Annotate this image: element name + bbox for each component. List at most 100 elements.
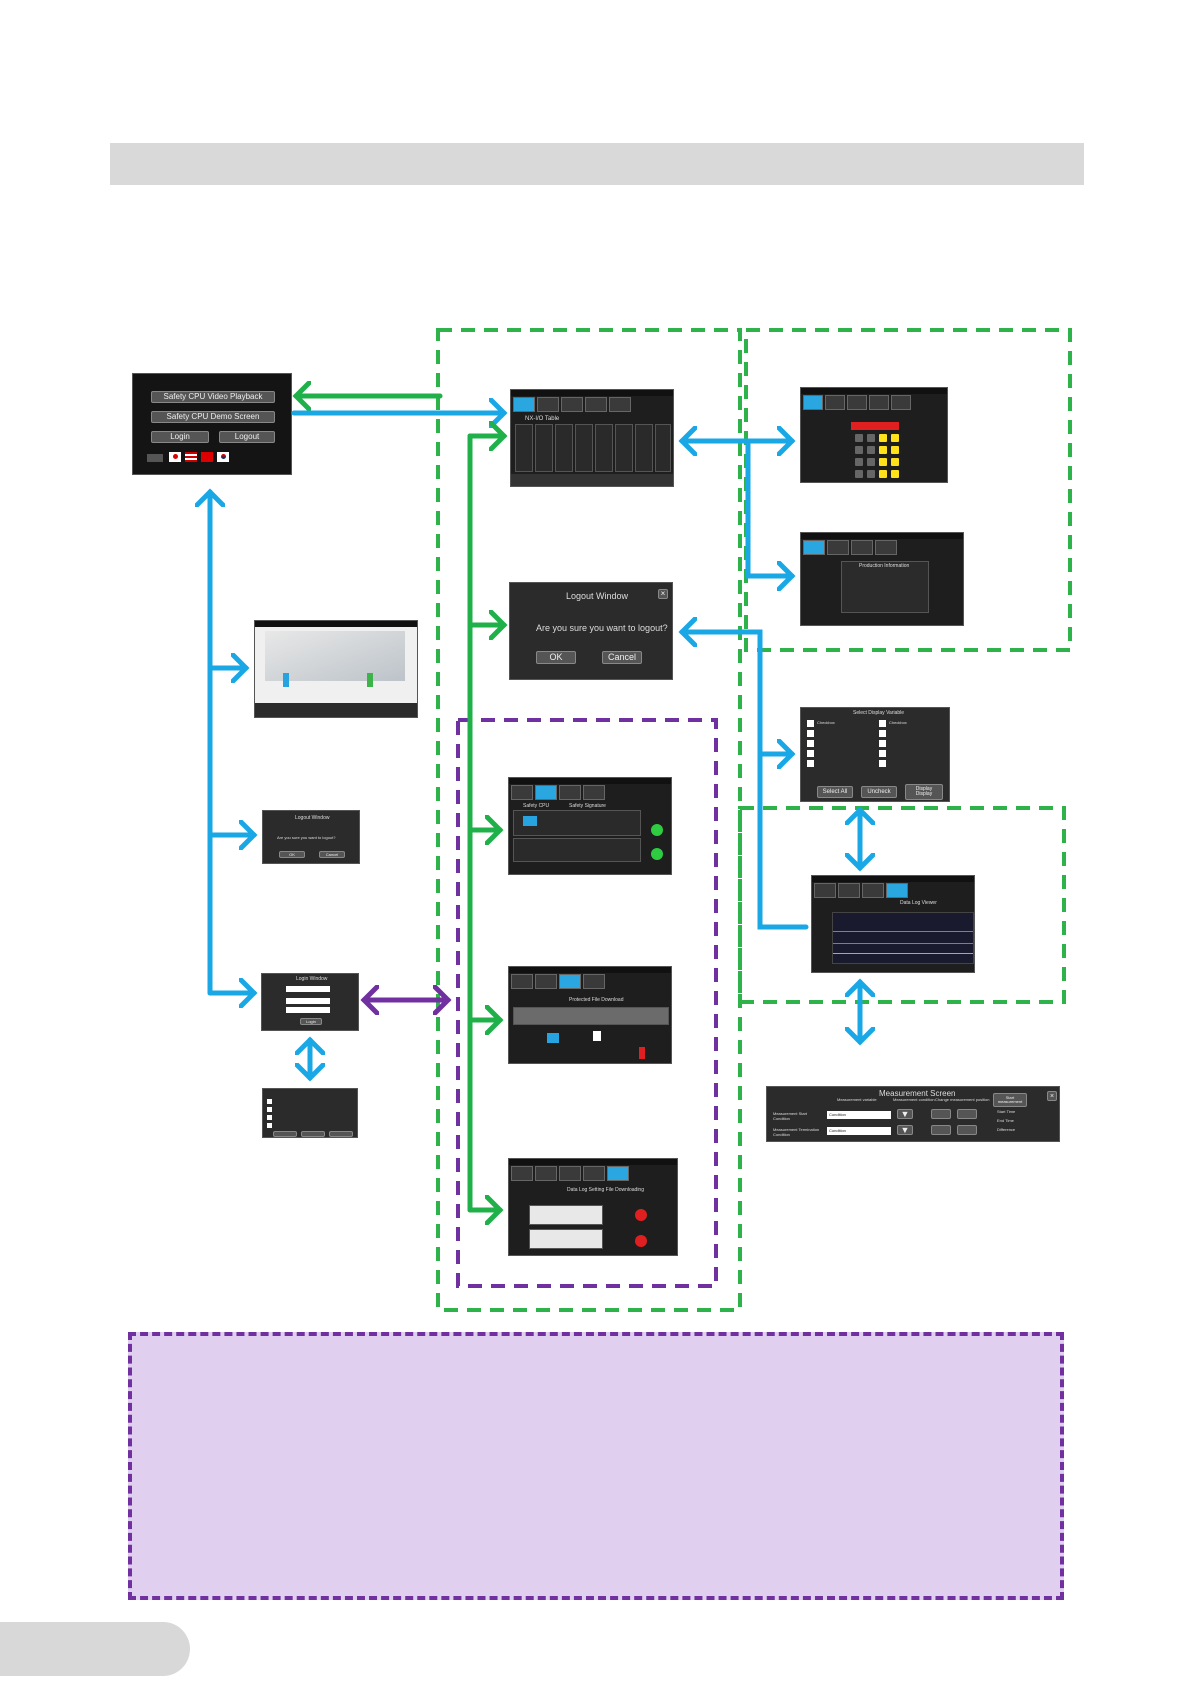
checkbox[interactable] [879,730,886,737]
tab-3[interactable] [862,883,884,898]
tab-5[interactable] [609,397,631,412]
checkbox[interactable] [267,1115,272,1120]
tab-3[interactable] [851,540,873,555]
measurement-screen: Measurement Screen Measurement variable … [766,1086,1060,1142]
start-condition-select[interactable] [827,1111,891,1119]
dialog-message: Are you sure you want to logout? [277,835,336,840]
checkbox[interactable] [879,740,886,747]
select-all-button[interactable]: Select All [817,786,853,798]
tab-2[interactable] [535,974,557,989]
status-bar [511,390,673,396]
ok-button[interactable]: OK [279,851,305,858]
cancel-button[interactable]: Cancel [319,851,345,858]
production-info-dialog [841,561,929,613]
cancel-button[interactable]: Cancel [602,651,642,664]
unit-column-7[interactable] [635,424,653,472]
uncheck-button[interactable]: Uncheck [861,786,897,798]
usa-flag-icon[interactable] [185,452,197,462]
checkbox[interactable] [807,730,814,737]
tab-1[interactable] [511,1166,533,1181]
chevron-down-icon[interactable]: ▼ [897,1109,913,1119]
unit-column-3[interactable] [555,424,573,472]
unit-column-6[interactable] [615,424,633,472]
tab-2[interactable] [827,540,849,555]
position-button[interactable] [931,1109,951,1119]
unit-column-1[interactable] [515,424,533,472]
tab-4[interactable] [875,540,897,555]
login-submit-button[interactable]: Login [300,1018,322,1025]
tab-3[interactable] [559,785,581,800]
checkbox[interactable] [267,1099,272,1104]
close-icon[interactable]: × [1047,1091,1057,1101]
tab-4[interactable] [585,397,607,412]
start-condition-label: Measurement Start Condition [773,1111,808,1121]
checkbox[interactable] [807,740,814,747]
login-button[interactable]: Login [151,431,209,443]
tab-1[interactable] [511,785,533,800]
tab-1[interactable] [814,883,836,898]
logout-button[interactable]: Logout [219,431,275,443]
window-button[interactable] [273,1131,297,1137]
tab-1[interactable] [511,974,533,989]
username-field[interactable] [286,998,330,1004]
trend-graph[interactable] [832,912,974,964]
password-field[interactable] [286,1007,330,1013]
tab-5[interactable] [607,1166,629,1181]
select-units-window [262,1088,358,1138]
checkbox[interactable] [879,750,886,757]
tab-3[interactable] [847,395,867,410]
video-playback-button[interactable]: Safety CPU Video Playback [151,391,275,403]
unit-column-2[interactable] [535,424,553,472]
unit-column-8[interactable] [655,424,671,472]
tab-2[interactable] [535,1166,557,1181]
japan-flag-icon[interactable] [169,452,181,462]
position-button[interactable] [957,1109,977,1119]
display-button[interactable]: Display Display [905,784,943,800]
position-button[interactable] [931,1125,951,1135]
tab-2[interactable] [838,883,860,898]
close-icon[interactable]: × [658,589,668,599]
checkbox[interactable] [267,1107,272,1112]
video-control-bar[interactable] [255,703,417,717]
file-list-lower[interactable] [529,1229,603,1249]
checkbox[interactable] [807,760,814,767]
ok-button[interactable]: OK [536,651,576,664]
unit-column-4[interactable] [575,424,593,472]
unit-column-5[interactable] [595,424,613,472]
korea-flag-icon[interactable] [217,452,229,462]
login-window: Login Window Login [261,973,359,1031]
window-button[interactable] [301,1131,325,1137]
tab-5[interactable] [891,395,911,410]
io-lamp [855,434,863,442]
tab-4[interactable] [583,1166,605,1181]
safety-field[interactable] [286,986,330,992]
tab-4[interactable] [583,785,605,800]
checkbox[interactable] [879,720,886,727]
checkbox[interactable] [267,1123,272,1128]
tab-4[interactable] [583,974,605,989]
checkbox[interactable] [807,750,814,757]
start-measurement-button[interactable]: Start measurement [993,1093,1027,1107]
termination-condition-select[interactable] [827,1127,891,1135]
tab-1[interactable] [803,540,825,555]
tab-2[interactable] [535,785,557,800]
tab-1[interactable] [513,397,535,412]
tab-2[interactable] [825,395,845,410]
chevron-down-icon[interactable]: ▼ [897,1125,913,1135]
tab-3[interactable] [561,397,583,412]
window-button[interactable] [329,1131,353,1137]
tab-3[interactable] [559,974,581,989]
file-list-upper[interactable] [529,1205,603,1225]
position-button[interactable] [957,1125,977,1135]
demo-screen-button[interactable]: Safety CPU Demo Screen [151,411,275,423]
tab-2[interactable] [537,397,559,412]
error-lamp-red [635,1209,647,1221]
tab-4[interactable] [886,883,908,898]
tab-4[interactable] [869,395,889,410]
china-flag-icon[interactable] [201,452,213,462]
scroll-bar[interactable] [511,474,673,486]
tab-1[interactable] [803,395,823,410]
checkbox[interactable] [807,720,814,727]
checkbox[interactable] [879,760,886,767]
tab-3[interactable] [559,1166,581,1181]
